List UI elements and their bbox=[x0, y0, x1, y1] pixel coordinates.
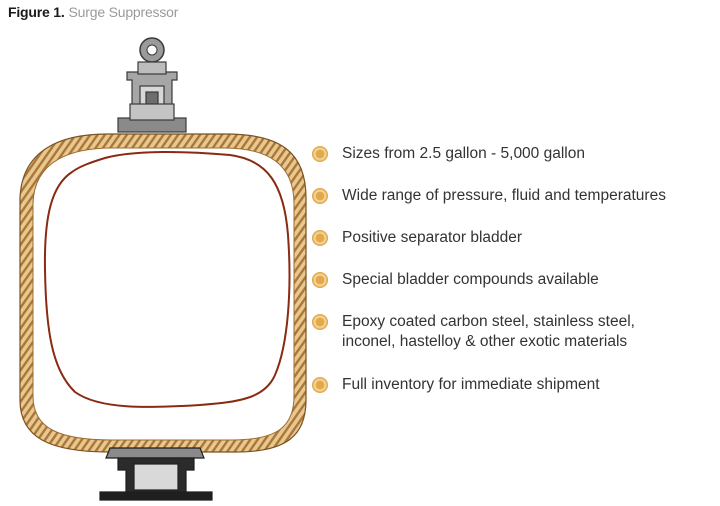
bullet-icon bbox=[312, 146, 328, 162]
feature-text: Special bladder compounds available bbox=[342, 271, 599, 288]
figure-caption: Figure 1.Surge Suppressor bbox=[8, 4, 178, 20]
feature-text: Positive separator bladder bbox=[342, 229, 523, 246]
feature-item: Positive separator bladder bbox=[312, 228, 717, 248]
bullet-icon bbox=[312, 314, 328, 330]
feature-item: Sizes from 2.5 gallon - 5,000 gallon bbox=[312, 144, 717, 164]
feature-item: Epoxy coated carbon steel, stainless ste… bbox=[312, 312, 687, 352]
bullet-icon bbox=[312, 272, 328, 288]
feature-list: Sizes from 2.5 gallon - 5,000 gallon Wid… bbox=[312, 144, 717, 395]
bottom-port-fitting bbox=[99, 447, 213, 501]
surge-suppressor-diagram bbox=[19, 37, 307, 501]
bullet-icon bbox=[312, 377, 328, 393]
feature-text: Wide range of pressure, fluid and temper… bbox=[342, 187, 666, 204]
lifting-eye bbox=[139, 37, 165, 63]
feature-item: Full inventory for immediate shipment bbox=[312, 375, 717, 395]
feature-text: Sizes from 2.5 gallon - 5,000 gallon bbox=[342, 145, 585, 162]
top-valve-assembly bbox=[117, 61, 187, 133]
feature-item: Wide range of pressure, fluid and temper… bbox=[312, 186, 717, 206]
bullet-icon bbox=[312, 230, 328, 246]
vessel-interior bbox=[32, 147, 295, 441]
figure-title: Surge Suppressor bbox=[68, 4, 179, 20]
feature-text: Full inventory for immediate shipment bbox=[342, 376, 600, 393]
feature-text: Epoxy coated carbon steel, stainless ste… bbox=[342, 313, 635, 350]
figure-label: Figure 1. bbox=[8, 4, 65, 20]
bullet-icon bbox=[312, 188, 328, 204]
separator-bladder bbox=[43, 150, 291, 408]
feature-item: Special bladder compounds available bbox=[312, 270, 717, 290]
